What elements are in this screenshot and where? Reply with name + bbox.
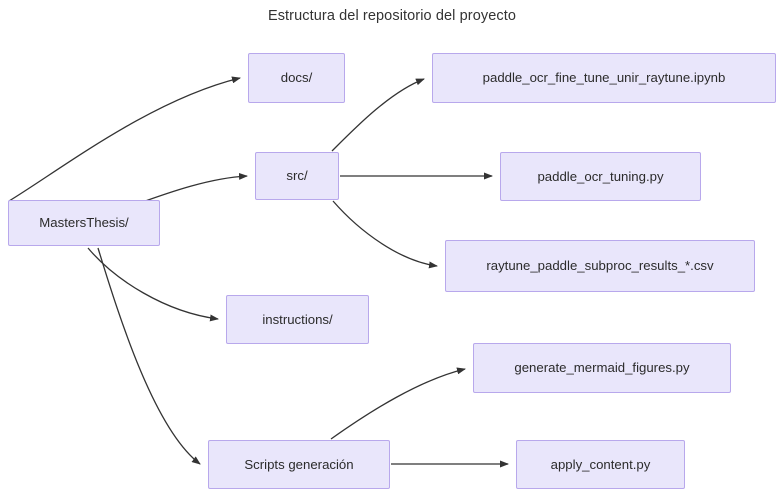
edge-masters_thesis-to-instructions <box>87 247 219 322</box>
edge-scripts_gen-to-gen_figures <box>330 367 466 440</box>
node-masters_thesis[interactable]: MastersThesis/ <box>8 200 160 246</box>
node-label-src: src/ <box>286 168 308 184</box>
node-src[interactable]: src/ <box>255 152 339 200</box>
node-apply_content[interactable]: apply_content.py <box>516 440 685 489</box>
node-label-tuning_py: paddle_ocr_tuning.py <box>537 168 664 184</box>
node-tuning_py[interactable]: paddle_ocr_tuning.py <box>500 152 701 201</box>
node-instructions[interactable]: instructions/ <box>226 295 369 344</box>
edge-masters_thesis-to-scripts_gen <box>97 247 201 465</box>
edge-masters_thesis-to-docs <box>8 76 241 202</box>
node-label-docs: docs/ <box>280 70 313 86</box>
node-results_csv[interactable]: raytune_paddle_subproc_results_*.csv <box>445 240 755 292</box>
node-label-masters_thesis: MastersThesis/ <box>39 215 129 231</box>
node-label-notebook: paddle_ocr_fine_tune_unir_raytune.ipynb <box>482 70 726 86</box>
edge-src-to-notebook <box>331 78 425 152</box>
node-label-scripts_gen: Scripts generación <box>244 456 354 472</box>
node-label-apply_content: apply_content.py <box>550 456 651 472</box>
diagram-title: Estructura del repositorio del proyecto <box>267 8 517 24</box>
edge-paths <box>8 76 509 468</box>
node-docs[interactable]: docs/ <box>248 53 345 103</box>
edge-src-to-results_csv <box>332 200 438 269</box>
node-scripts_gen[interactable]: Scripts generación <box>208 440 390 489</box>
node-label-results_csv: raytune_paddle_subproc_results_*.csv <box>486 258 714 274</box>
node-label-gen_figures: generate_mermaid_figures.py <box>514 360 690 376</box>
node-label-instructions: instructions/ <box>262 311 333 327</box>
node-gen_figures[interactable]: generate_mermaid_figures.py <box>473 343 731 393</box>
node-notebook[interactable]: paddle_ocr_fine_tune_unir_raytune.ipynb <box>432 53 776 103</box>
